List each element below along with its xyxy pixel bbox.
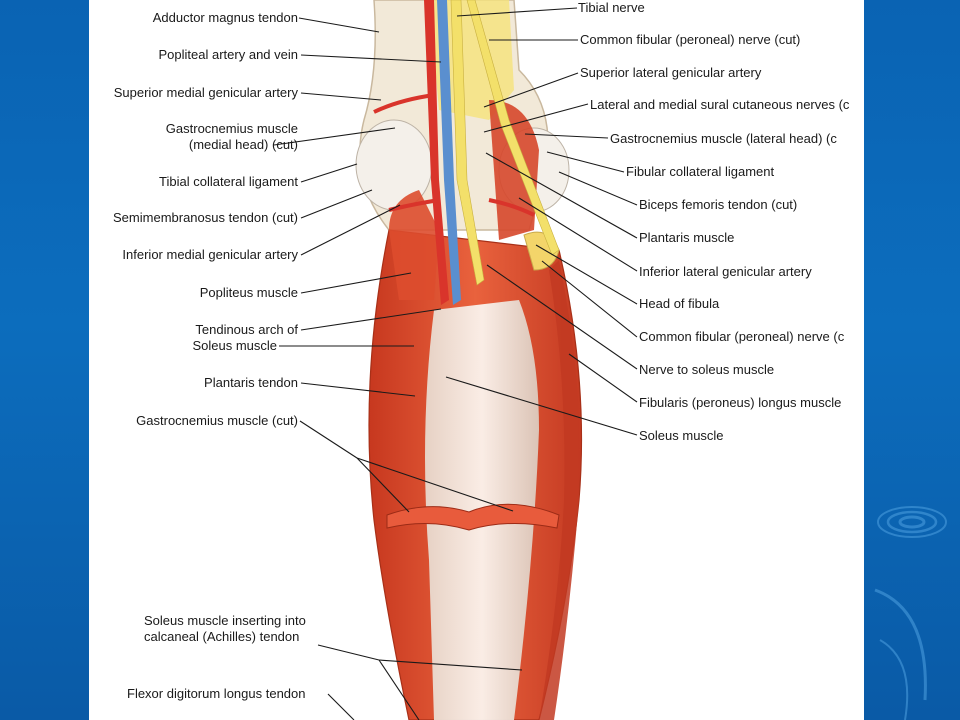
gastrocnemius-cut-edge	[386, 503, 560, 531]
ripple-decoration	[874, 506, 947, 720]
superior-medial-genicular-artery	[373, 93, 435, 114]
tibial-nerve-shape	[450, 0, 485, 286]
label-adductor-magnus-tendon: Adductor magnus tendon	[152, 10, 298, 25]
anatomy-illustration	[273, 0, 638, 720]
label-fibular-collateral-ligament: Fibular collateral ligament	[626, 164, 775, 179]
common-fibular-nerve-shape	[466, 0, 560, 256]
label-nerve-to-soleus: Nerve to soleus muscle	[639, 362, 775, 377]
label-inferior-medial-genicular-artery: Inferior medial genicular artery	[122, 247, 298, 262]
inferior-lateral-genicular-artery	[488, 198, 535, 217]
label-common-fibular-nerve-cut: Common fibular (peroneal) nerve (cut)	[580, 32, 801, 47]
fibularis-longus-shape	[539, 260, 580, 720]
label-soleus-muscle-right: Soleus muscle	[639, 428, 724, 443]
label-tendinous-arch: Tendinous arch of	[195, 322, 298, 337]
gastrocnemius-medial-head	[389, 190, 439, 300]
anatomy-panel: Adductor magnus tendon Popliteal artery …	[89, 0, 864, 720]
label-tibial-nerve: Tibial nerve	[578, 0, 645, 15]
label-popliteal-artery-vein: Popliteal artery and vein	[158, 47, 298, 62]
label-soleus-muscle-left: Soleus muscle	[192, 338, 277, 353]
label-sural-cutaneous-nerves: Lateral and medial sural cutaneous nerve…	[590, 97, 850, 112]
label-popliteus-muscle: Popliteus muscle	[199, 285, 298, 300]
label-superior-lateral-genicular-artery: Superior lateral genicular artery	[580, 65, 762, 80]
label-common-fibular-nerve-lower: Common fibular (peroneal) nerve (c	[639, 329, 845, 344]
popliteal-vein-shape	[437, 0, 461, 305]
leader-lines	[273, 7, 638, 720]
label-gastrocnemius-medial-head: Gastrocnemius muscle (medial head) (cut)	[165, 121, 298, 152]
label-flexor-digitorum-longus-tendon: Flexor digitorum longus tendon	[127, 686, 306, 701]
label-head-of-fibula: Head of fibula	[639, 296, 720, 311]
popliteal-artery-shape	[424, 0, 449, 305]
label-inferior-lateral-genicular-artery: Inferior lateral genicular artery	[639, 264, 812, 279]
label-plantaris-muscle: Plantaris muscle	[639, 230, 735, 245]
label-semimembranosus-tendon: Semimembranosus tendon (cut)	[113, 210, 298, 225]
label-fibularis-longus: Fibularis (peroneus) longus muscle	[639, 395, 842, 410]
label-plantaris-tendon: Plantaris tendon	[204, 375, 298, 390]
label-tibial-collateral-ligament: Tibial collateral ligament	[159, 174, 298, 189]
label-superior-medial-genicular-artery: Superior medial genicular artery	[113, 85, 298, 100]
label-soleus-achilles: Soleus muscle inserting into calcaneal (…	[144, 613, 306, 644]
gastrocnemius-lateral-head	[489, 100, 539, 240]
label-biceps-femoris-tendon: Biceps femoris tendon (cut)	[639, 197, 798, 212]
label-gastrocnemius-cut: Gastrocnemius muscle (cut)	[136, 413, 298, 428]
label-gastrocnemius-lateral-head: Gastrocnemius muscle (lateral head) (c	[610, 131, 837, 146]
